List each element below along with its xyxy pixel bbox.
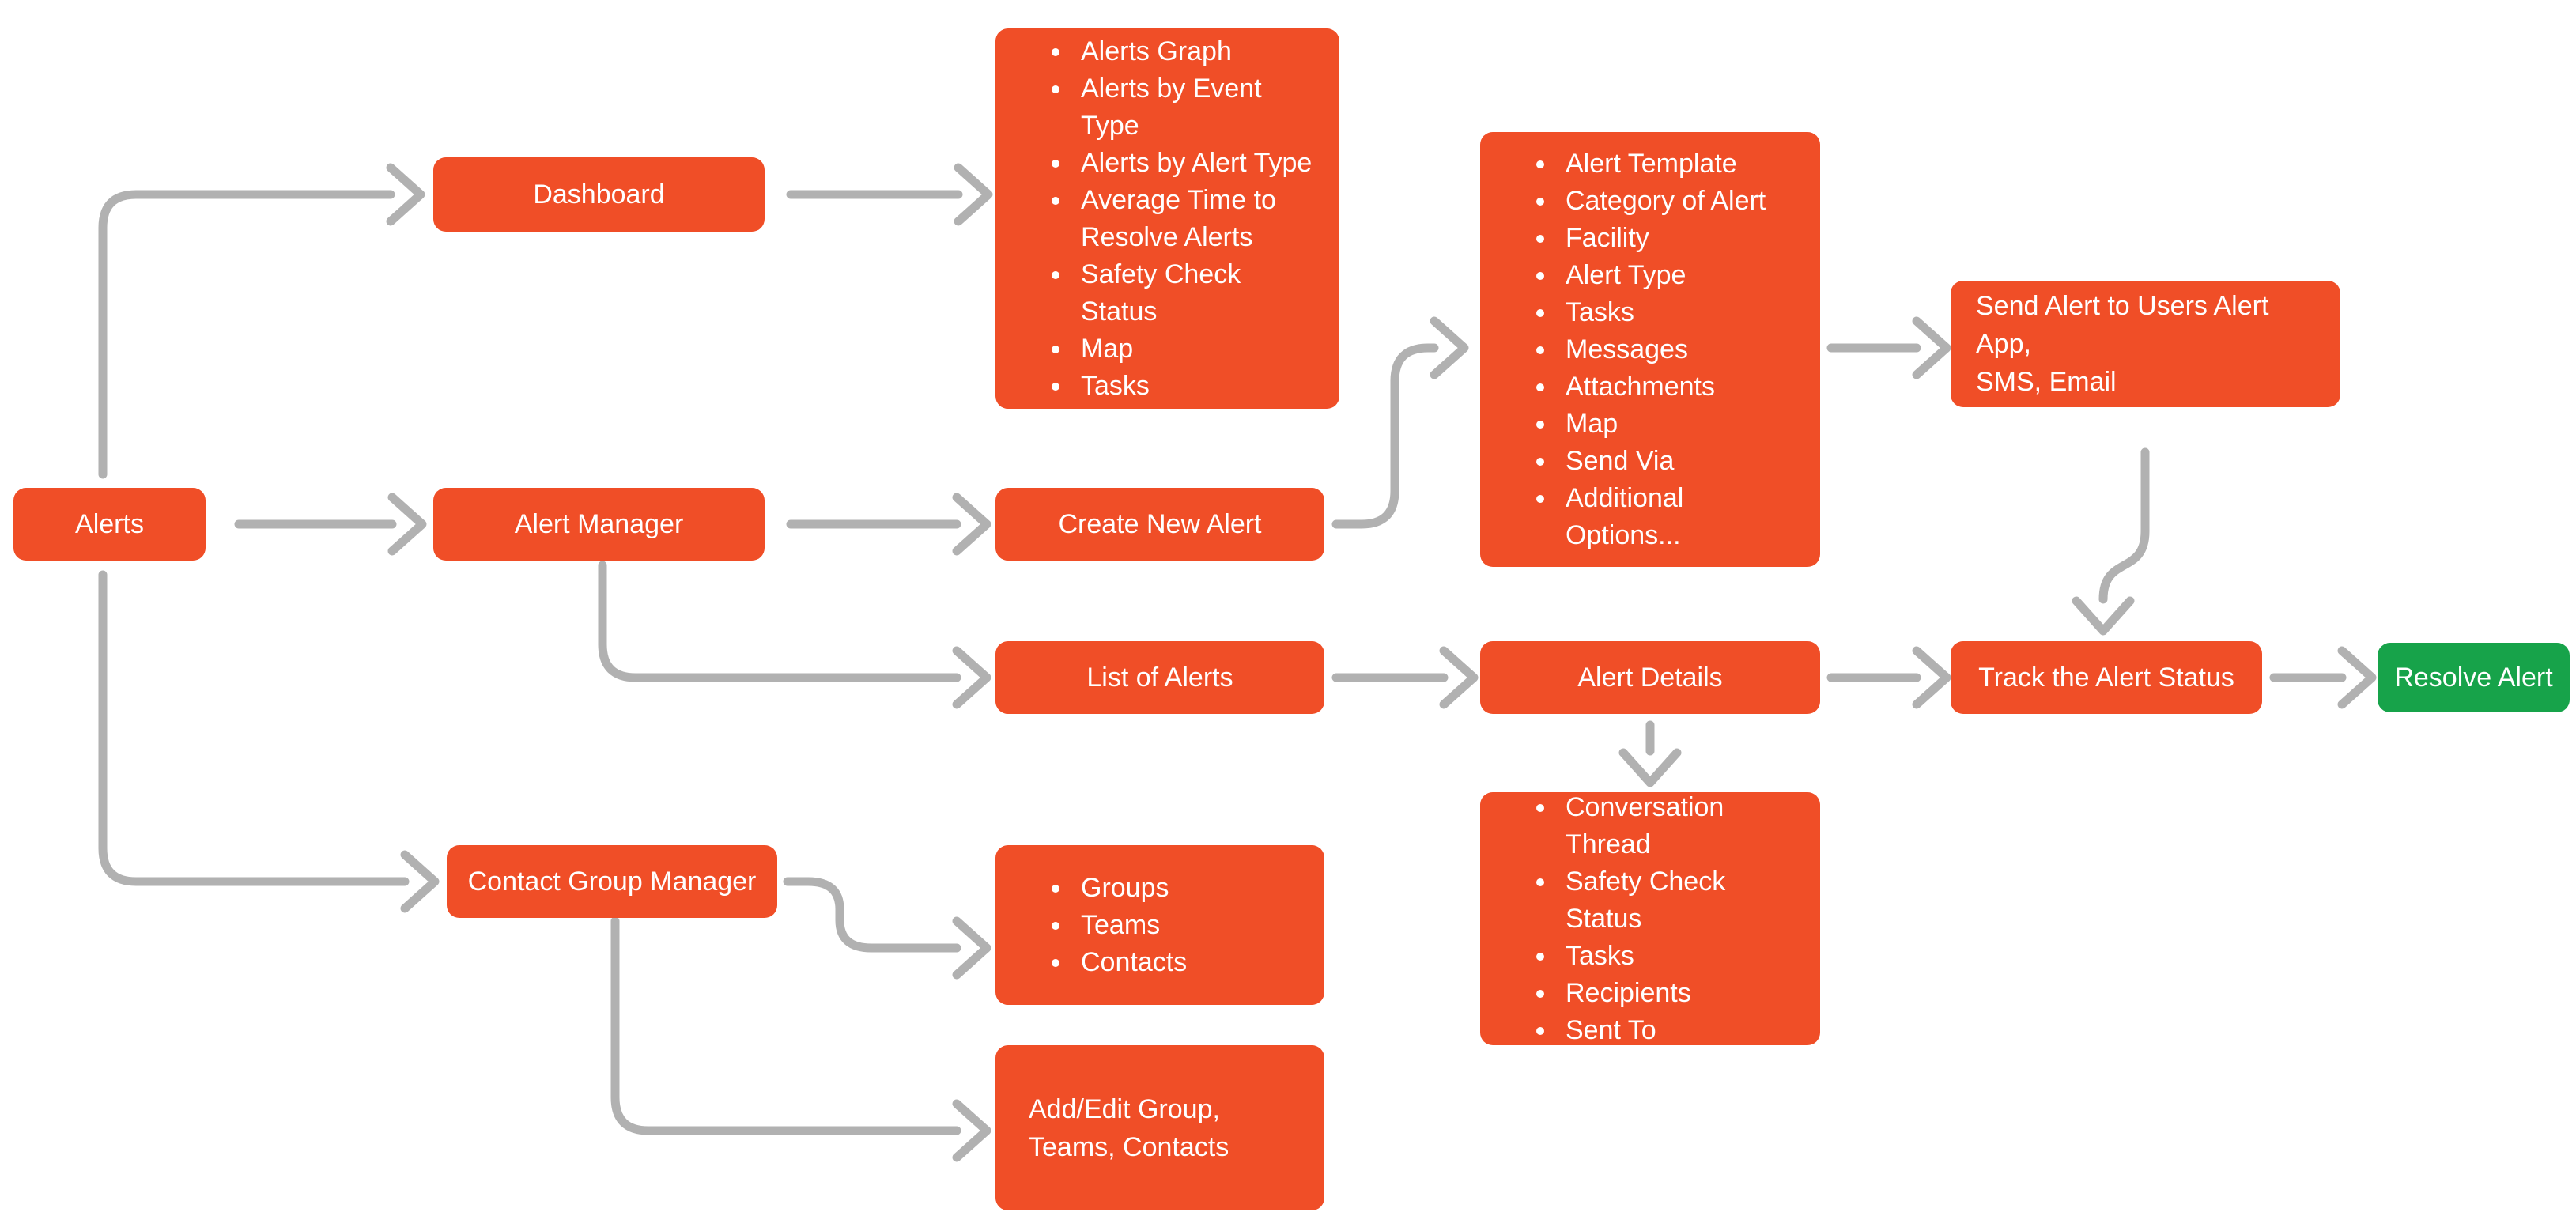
list-item: Send Via	[1558, 443, 1801, 480]
node-list-of-alerts: List of Alerts	[995, 641, 1324, 714]
node-resolve-alert-label: Resolve Alert	[2394, 662, 2553, 693]
list-item: Category of Alert	[1558, 183, 1801, 220]
list-item: Alerts Graph	[1073, 33, 1320, 70]
arrow-fields-to-send-alert	[1826, 316, 1951, 379]
node-track-alert-status: Track the Alert Status	[1951, 641, 2262, 714]
list-item: Tasks	[1558, 294, 1801, 331]
node-track-alert-status-label: Track the Alert Status	[1978, 662, 2234, 693]
node-alerts-label: Alerts	[75, 508, 144, 539]
arrow-track-status-to-resolve	[2269, 646, 2377, 709]
node-alert-details: Alert Details	[1480, 641, 1820, 714]
arrow-alert-manager-to-create-new-alert	[786, 493, 991, 556]
arrow-dashboard-to-features	[786, 163, 993, 226]
list-item: Contacts	[1073, 944, 1187, 981]
node-contact-group-lists: GroupsTeamsContacts	[995, 845, 1324, 1005]
node-send-alert: Send Alert to Users Alert App, SMS, Emai…	[1951, 281, 2340, 407]
arrow-create-new-alert-to-fields	[1331, 316, 1469, 529]
node-alert-details-sections: Conversation ThreadSafety Check StatusTa…	[1480, 792, 1820, 1045]
arrow-contact-group-manager-to-lists	[783, 877, 991, 980]
list-item: Recipients	[1558, 975, 1801, 1012]
node-add-edit-group-label: Add/Edit Group, Teams, Contacts	[1029, 1093, 1229, 1162]
arrow-contact-group-manager-to-add-edit	[610, 916, 991, 1162]
node-add-edit-group: Add/Edit Group, Teams, Contacts	[995, 1045, 1324, 1210]
arrow-send-alert-to-track-status	[2072, 447, 2150, 636]
list-item: Map	[1073, 330, 1320, 368]
list-item: Tasks	[1073, 368, 1320, 405]
node-create-alert-fields: Alert TemplateCategory of AlertFacilityA…	[1480, 132, 1820, 567]
list-item: Map	[1558, 406, 1801, 443]
arrow-alerts-to-alert-manager	[234, 493, 427, 556]
list-item: Alert Template	[1558, 145, 1801, 183]
list-item: Conversation Thread	[1558, 789, 1801, 863]
node-send-alert-label: Send Alert to Users Alert App, SMS, Emai…	[1976, 291, 2269, 397]
node-alerts: Alerts	[13, 488, 206, 561]
arrow-alert-details-to-track-status	[1826, 646, 1951, 709]
contact-group-lists-list: GroupsTeamsContacts	[1014, 870, 1187, 981]
node-alert-manager-label: Alert Manager	[514, 508, 684, 539]
node-dashboard-label: Dashboard	[533, 179, 665, 210]
list-item: Safety Check Status	[1558, 863, 1801, 938]
list-item: Tasks	[1558, 938, 1801, 975]
list-item: Facility	[1558, 220, 1801, 257]
node-contact-group-manager: Contact Group Manager	[447, 845, 777, 918]
node-dashboard: Dashboard	[433, 157, 765, 232]
node-contact-group-manager-label: Contact Group Manager	[467, 866, 757, 897]
arrow-alerts-to-dashboard	[98, 163, 425, 479]
list-item: Alert Type	[1558, 257, 1801, 294]
list-item: Alerts by Event Type	[1073, 70, 1320, 145]
list-item: Teams	[1073, 907, 1187, 944]
node-list-of-alerts-label: List of Alerts	[1086, 662, 1233, 693]
node-create-new-alert: Create New Alert	[995, 488, 1324, 561]
list-item: Attachments	[1558, 368, 1801, 406]
node-alert-details-label: Alert Details	[1577, 662, 1723, 693]
node-alert-manager: Alert Manager	[433, 488, 765, 561]
list-item: Groups	[1073, 870, 1187, 907]
node-create-new-alert-label: Create New Alert	[1058, 508, 1262, 539]
list-item: Additional Options...	[1558, 480, 1801, 554]
arrow-list-of-alerts-to-alert-details	[1331, 646, 1479, 709]
list-item: Sent To	[1558, 1012, 1801, 1049]
node-resolve-alert: Resolve Alert	[2378, 643, 2570, 712]
node-dashboard-features: Alerts GraphAlerts by Event TypeAlerts b…	[995, 28, 1339, 409]
list-item: Messages	[1558, 331, 1801, 368]
arrow-alert-manager-to-list-of-alerts	[598, 561, 991, 709]
alert-details-sections-list: Conversation ThreadSafety Check StatusTa…	[1499, 789, 1801, 1049]
list-item: Alerts by Alert Type	[1073, 145, 1320, 182]
list-item: Average Time to Resolve Alerts	[1073, 182, 1320, 256]
arrow-alerts-to-contact-group-manager	[98, 570, 440, 913]
dashboard-features-list: Alerts GraphAlerts by Event TypeAlerts b…	[1014, 33, 1320, 405]
arrow-alert-details-to-sections	[1618, 720, 1682, 787]
list-item: Safety Check Status	[1073, 256, 1320, 330]
create-alert-fields-list: Alert TemplateCategory of AlertFacilityA…	[1499, 145, 1801, 554]
